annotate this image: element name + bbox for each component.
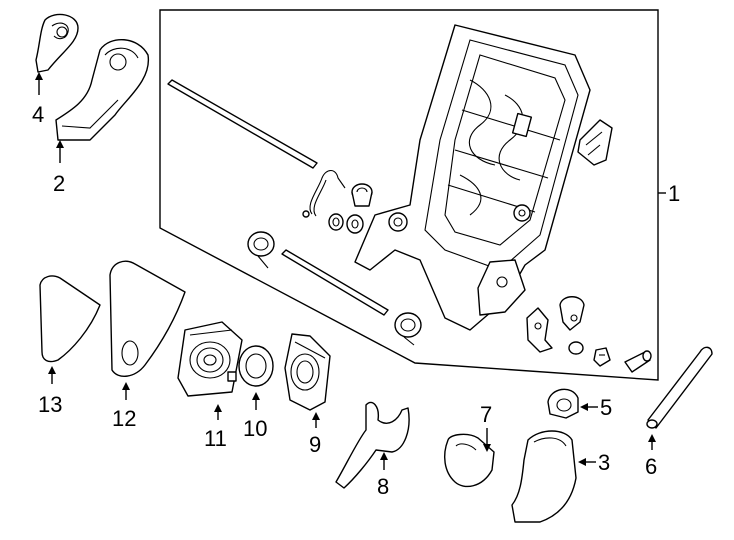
part-10-disc — [238, 345, 274, 387]
bushing-lower — [346, 214, 364, 234]
part-12-pad — [109, 260, 186, 377]
part-4-cover — [35, 13, 79, 73]
bushing-upper — [351, 183, 373, 207]
callout-12: 12 — [112, 406, 136, 431]
lower-rod — [281, 249, 389, 316]
upper-rod — [167, 79, 318, 169]
washer-small — [328, 213, 344, 231]
callout-7: 7 — [480, 402, 492, 427]
seat-back-frame — [354, 24, 591, 331]
part-13-pad — [39, 275, 101, 363]
assembly-boundary — [159, 9, 659, 381]
callout-1: 1 — [668, 181, 680, 206]
part-11-frame — [177, 321, 243, 397]
callout-6: 6 — [645, 454, 657, 479]
callout-4: 4 — [32, 102, 44, 127]
callout-3: 3 — [598, 450, 610, 475]
part-9-housing — [284, 333, 331, 411]
part-2-shield — [55, 38, 149, 141]
part-5-knob — [547, 388, 579, 419]
part-7-cover — [443, 433, 495, 488]
callout-10: 10 — [243, 416, 267, 441]
spring-reel-right — [394, 312, 422, 346]
part-8-trim — [335, 401, 410, 489]
callout-11: 11 — [204, 426, 227, 451]
bracket-right — [577, 119, 613, 166]
latch-piece — [526, 307, 553, 353]
lever-knob — [559, 296, 585, 331]
callout-13: 13 — [38, 392, 62, 417]
rivet-plug — [624, 350, 652, 373]
spring-hook — [302, 169, 346, 218]
callout-5: 5 — [600, 395, 612, 420]
part-6-pin — [646, 346, 713, 429]
part-3-cover — [511, 430, 577, 523]
cap-small — [568, 341, 584, 355]
callout-9: 9 — [309, 432, 321, 457]
callout-8: 8 — [377, 474, 389, 499]
callout-2: 2 — [53, 171, 65, 196]
spring-reel-left — [247, 231, 275, 269]
bolt — [593, 347, 611, 367]
